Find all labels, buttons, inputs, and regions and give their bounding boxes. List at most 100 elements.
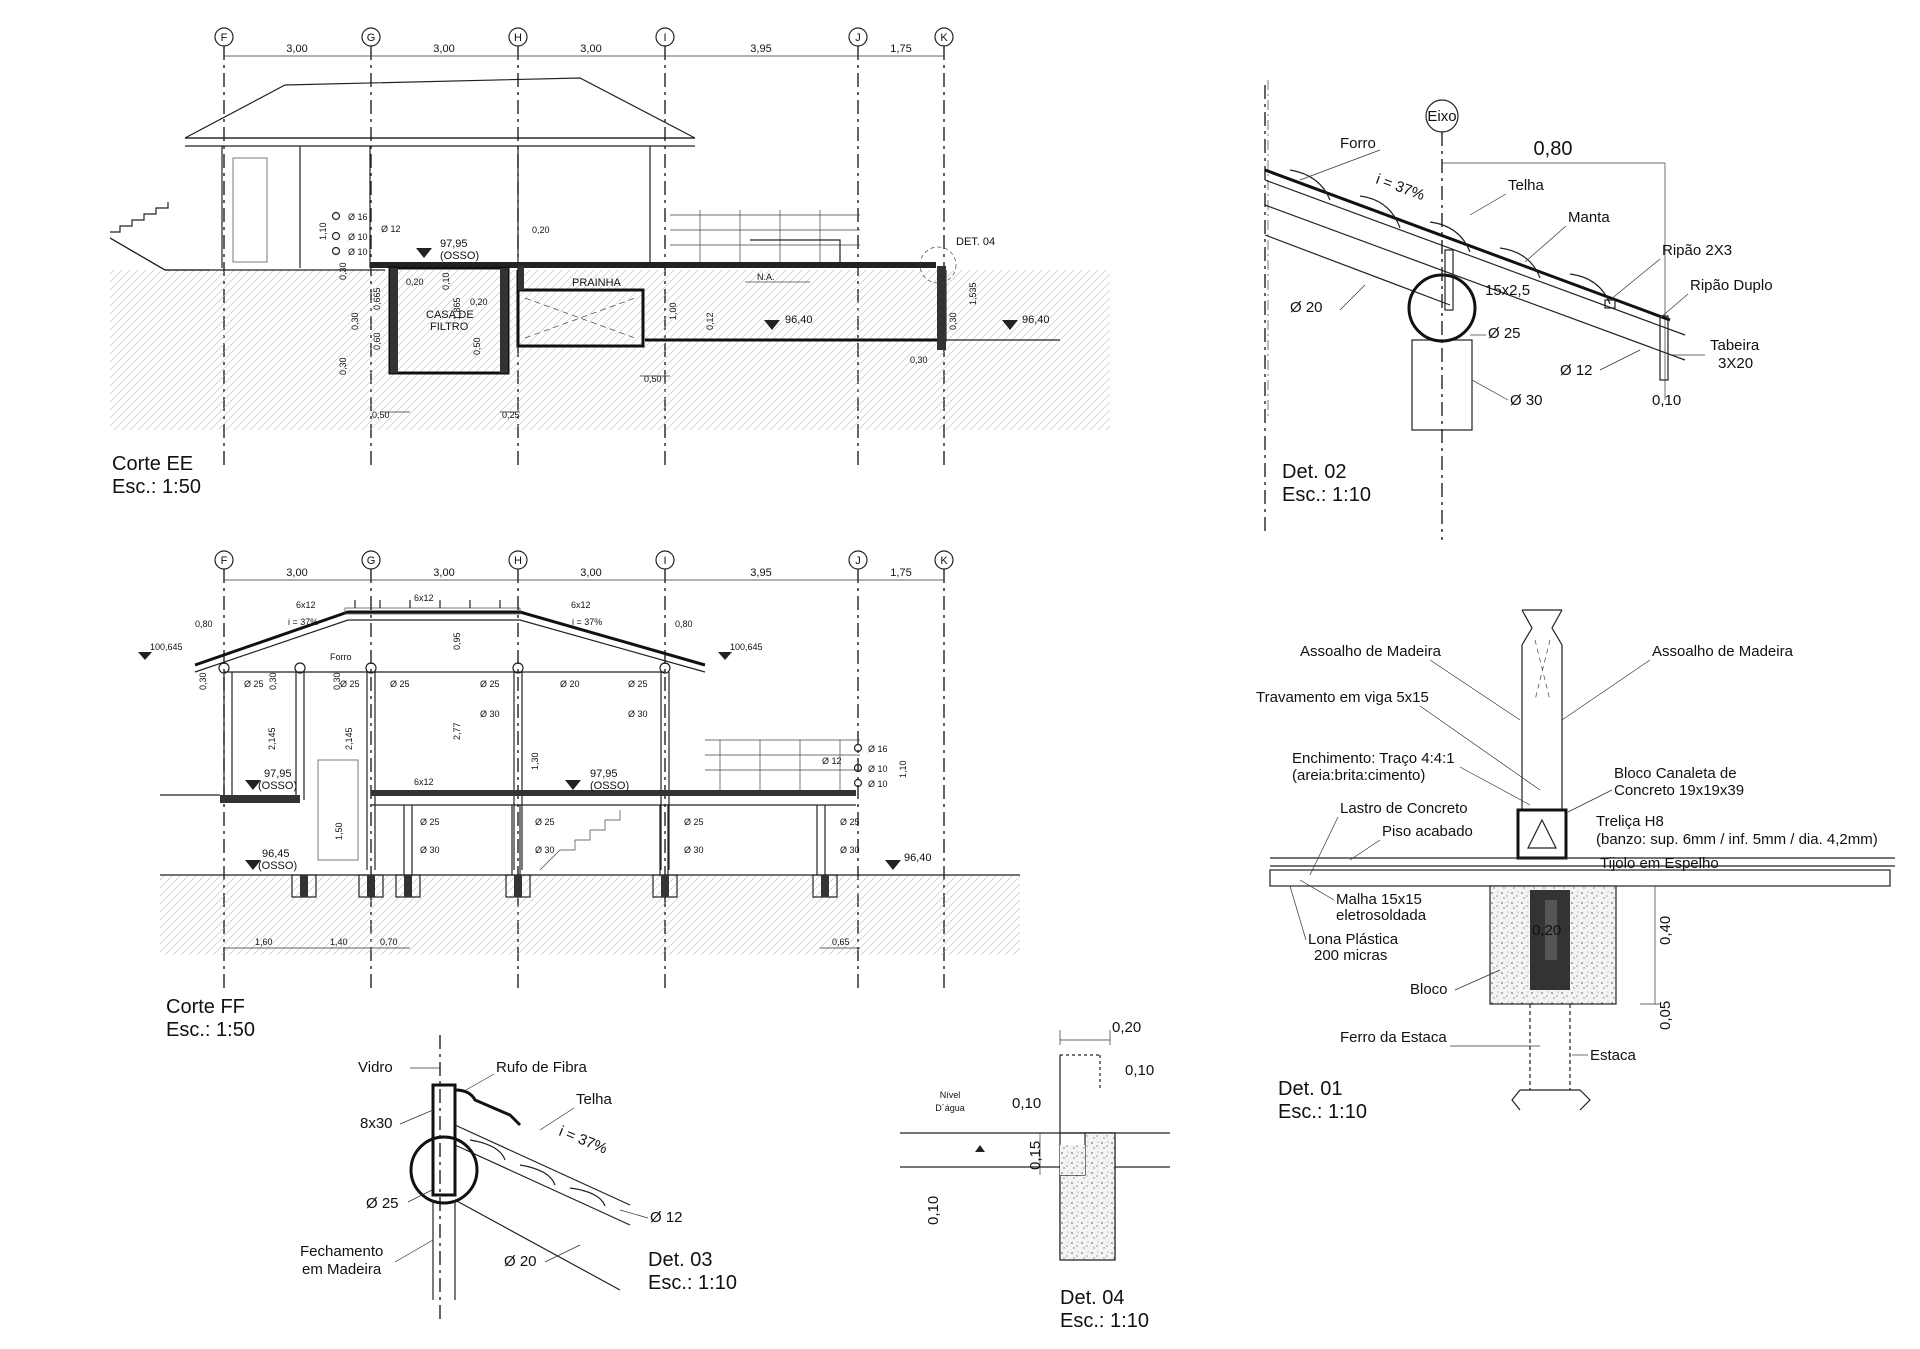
svg-text:Ø 16: Ø 16: [348, 212, 368, 222]
svg-text:Ø 25: Ø 25: [340, 679, 360, 689]
svg-text:I: I: [663, 555, 666, 567]
svg-text:(OSSO): (OSSO): [258, 860, 297, 872]
svg-text:J: J: [855, 32, 861, 44]
svg-text:0,10: 0,10: [925, 1196, 942, 1225]
svg-text:Tijolo em Espelho: Tijolo em Espelho: [1600, 855, 1719, 872]
svg-text:0,80: 0,80: [675, 619, 693, 629]
svg-text:Malha 15x15: Malha 15x15: [1336, 891, 1422, 908]
svg-text:i = 37%: i = 37%: [557, 1123, 610, 1158]
svg-text:Esc.: 1:50: Esc.: 1:50: [166, 1019, 255, 1041]
svg-text:Ø 30: Ø 30: [684, 845, 704, 855]
svg-text:Det. 01: Det. 01: [1278, 1078, 1342, 1100]
det-02: Eixo 0,80 Forro i = 37% Telha Manta Ripã…: [1264, 80, 1773, 540]
svg-text:0,20: 0,20: [1532, 922, 1561, 939]
svg-text:1,10: 1,10: [318, 222, 328, 240]
svg-text:Esc.: 1:10: Esc.: 1:10: [1282, 484, 1371, 506]
svg-text:96,40: 96,40: [785, 314, 813, 326]
svg-text:Ø 25: Ø 25: [684, 817, 704, 827]
svg-text:Ø 30: Ø 30: [535, 845, 555, 855]
svg-text:Lastro de Concreto: Lastro de Concreto: [1340, 800, 1468, 817]
svg-text:Forro: Forro: [1340, 135, 1376, 152]
svg-text:Ø 30: Ø 30: [480, 709, 500, 719]
svg-text:0,70: 0,70: [380, 937, 398, 947]
svg-text:Ø 12: Ø 12: [650, 1209, 683, 1226]
svg-text:Lona Plástica: Lona Plástica: [1308, 931, 1399, 948]
svg-text:G: G: [367, 32, 376, 44]
svg-text:0,65: 0,65: [832, 937, 850, 947]
svg-text:97,95: 97,95: [264, 768, 292, 780]
svg-text:Ø 10: Ø 10: [868, 779, 888, 789]
svg-text:1,75: 1,75: [890, 43, 911, 55]
svg-text:Ø 30: Ø 30: [628, 709, 648, 719]
svg-text:3,95: 3,95: [750, 567, 771, 579]
svg-text:Esc.: 1:10: Esc.: 1:10: [1060, 1310, 1149, 1332]
svg-text:D´água: D´água: [935, 1103, 965, 1113]
svg-text:Corte FF: Corte FF: [166, 996, 245, 1018]
svg-text:(OSSO): (OSSO): [258, 780, 297, 792]
svg-text:3,00: 3,00: [580, 567, 601, 579]
svg-text:0,30: 0,30: [910, 355, 928, 365]
svg-text:I: I: [663, 32, 666, 44]
svg-text:1,865: 1,865: [452, 297, 462, 320]
svg-text:0,50: 0,50: [472, 337, 482, 355]
svg-text:Ø 25: Ø 25: [628, 679, 648, 689]
svg-text:Esc.: 1:10: Esc.: 1:10: [648, 1272, 737, 1294]
svg-text:96,45: 96,45: [262, 848, 290, 860]
svg-text:0,20: 0,20: [406, 277, 424, 287]
svg-text:Rufo de Fibra: Rufo de Fibra: [496, 1059, 588, 1076]
svg-text:0,665: 0,665: [372, 287, 382, 310]
svg-text:0,30: 0,30: [198, 672, 208, 690]
svg-text:Piso acabado: Piso acabado: [1382, 823, 1473, 840]
svg-text:Telha: Telha: [576, 1091, 613, 1108]
svg-text:Esc.: 1:50: Esc.: 1:50: [112, 476, 201, 498]
svg-text:DET. 04: DET. 04: [956, 236, 995, 248]
svg-text:3,00: 3,00: [286, 567, 307, 579]
svg-text:Ø 25: Ø 25: [535, 817, 555, 827]
svg-text:Ferro da Estaca: Ferro da Estaca: [1340, 1029, 1447, 1046]
svg-text:Bloco Canaleta de: Bloco Canaleta de: [1614, 765, 1737, 782]
svg-text:Ø 10: Ø 10: [348, 247, 368, 257]
svg-text:3X20: 3X20: [1718, 355, 1753, 372]
svg-text:Manta: Manta: [1568, 209, 1610, 226]
svg-text:Ø 10: Ø 10: [868, 764, 888, 774]
svg-text:Ø 12: Ø 12: [822, 756, 842, 766]
svg-text:0,50: 0,50: [372, 410, 390, 420]
svg-text:1,40: 1,40: [330, 937, 348, 947]
svg-text:Ø 12: Ø 12: [1560, 362, 1593, 379]
svg-text:100,645: 100,645: [730, 642, 763, 652]
svg-text:0,80: 0,80: [195, 619, 213, 629]
svg-text:Ø 25: Ø 25: [480, 679, 500, 689]
svg-text:2,145: 2,145: [267, 727, 277, 750]
svg-text:0,20: 0,20: [1112, 1019, 1141, 1036]
svg-text:(areia:brita:cimento): (areia:brita:cimento): [1292, 767, 1425, 784]
svg-text:Det. 04: Det. 04: [1060, 1287, 1124, 1309]
svg-text:CASA DE: CASA DE: [426, 309, 474, 321]
svg-text:0,05: 0,05: [1657, 1001, 1674, 1030]
svg-text:i = 37%: i = 37%: [288, 617, 318, 627]
svg-text:Ø 30: Ø 30: [840, 845, 860, 855]
corte-ee: F G H I J K 3,00 3,00 3,00 3,95 1,75: [109, 27, 1110, 498]
svg-text:Ø 20: Ø 20: [1290, 299, 1323, 316]
svg-text:(banzo: sup. 6mm / inf. 5mm /: (banzo: sup. 6mm / inf. 5mm / dia. 4,2mm…: [1596, 831, 1878, 848]
svg-text:1,10: 1,10: [898, 760, 908, 778]
svg-text:eletrosoldada: eletrosoldada: [1336, 907, 1427, 924]
svg-text:15x2,5: 15x2,5: [1485, 282, 1530, 299]
axis-bubbles-ff: F G H I J K: [214, 550, 954, 570]
svg-text:0,25: 0,25: [502, 410, 520, 420]
svg-text:Telha: Telha: [1508, 177, 1545, 194]
svg-text:0,15: 0,15: [1027, 1141, 1044, 1170]
svg-text:Ø 20: Ø 20: [560, 679, 580, 689]
svg-text:0,95: 0,95: [452, 632, 462, 650]
svg-text:Eixo: Eixo: [1427, 108, 1456, 125]
svg-text:Det. 02: Det. 02: [1282, 461, 1346, 483]
svg-text:0,10: 0,10: [1125, 1062, 1154, 1079]
svg-text:200 micras: 200 micras: [1314, 947, 1387, 964]
svg-text:Ripão 2X3: Ripão 2X3: [1662, 242, 1732, 259]
svg-text:em Madeira: em Madeira: [302, 1261, 382, 1278]
svg-text:3,00: 3,00: [580, 43, 601, 55]
svg-text:Ø 10: Ø 10: [348, 232, 368, 242]
svg-text:Bloco: Bloco: [1410, 981, 1448, 998]
svg-text:0,12: 0,12: [705, 312, 715, 330]
svg-text:Treliça H8: Treliça H8: [1596, 813, 1664, 830]
svg-text:0,10: 0,10: [1652, 392, 1681, 409]
